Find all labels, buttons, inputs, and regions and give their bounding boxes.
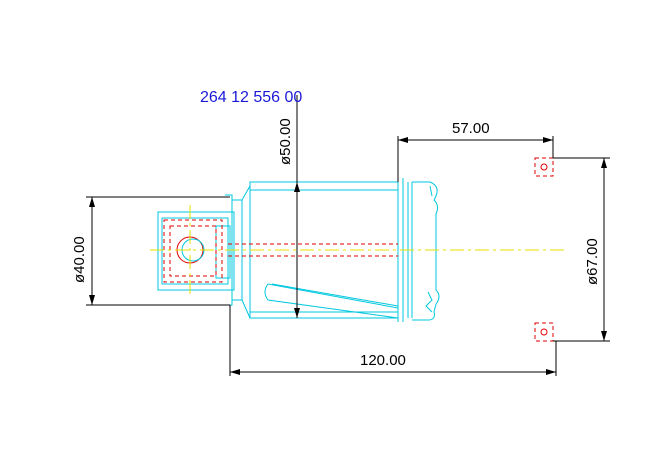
chip-flute [264, 283, 399, 319]
dim-length: 120.00 [229, 305, 557, 376]
outlet-hole-top [534, 157, 554, 177]
part-number-label: 264 12 556 00 [200, 89, 302, 106]
dim-label-diameter-shank: ø40.00 [71, 236, 88, 283]
dim-label-offset: 57.00 [452, 120, 490, 137]
dim-offset: 57.00 [397, 120, 554, 182]
cutting-head [412, 181, 440, 321]
hidden-bore [163, 219, 223, 283]
dim-diameter-shaft: ø50.00 [277, 95, 300, 318]
centerlines [150, 205, 565, 295]
dim-diameter-holes: ø67.00 [553, 157, 610, 342]
dimensions: ø50.00 ø40.00 57.00 ø67.00 [71, 95, 610, 376]
dim-label-length: 120.00 [360, 352, 406, 369]
outlet-hole-bottom [534, 322, 554, 342]
dim-label-diameter-shaft: ø50.00 [277, 118, 294, 165]
dim-diameter-shank: ø40.00 [71, 196, 230, 306]
dim-label-diameter-holes: ø67.00 [584, 238, 601, 285]
